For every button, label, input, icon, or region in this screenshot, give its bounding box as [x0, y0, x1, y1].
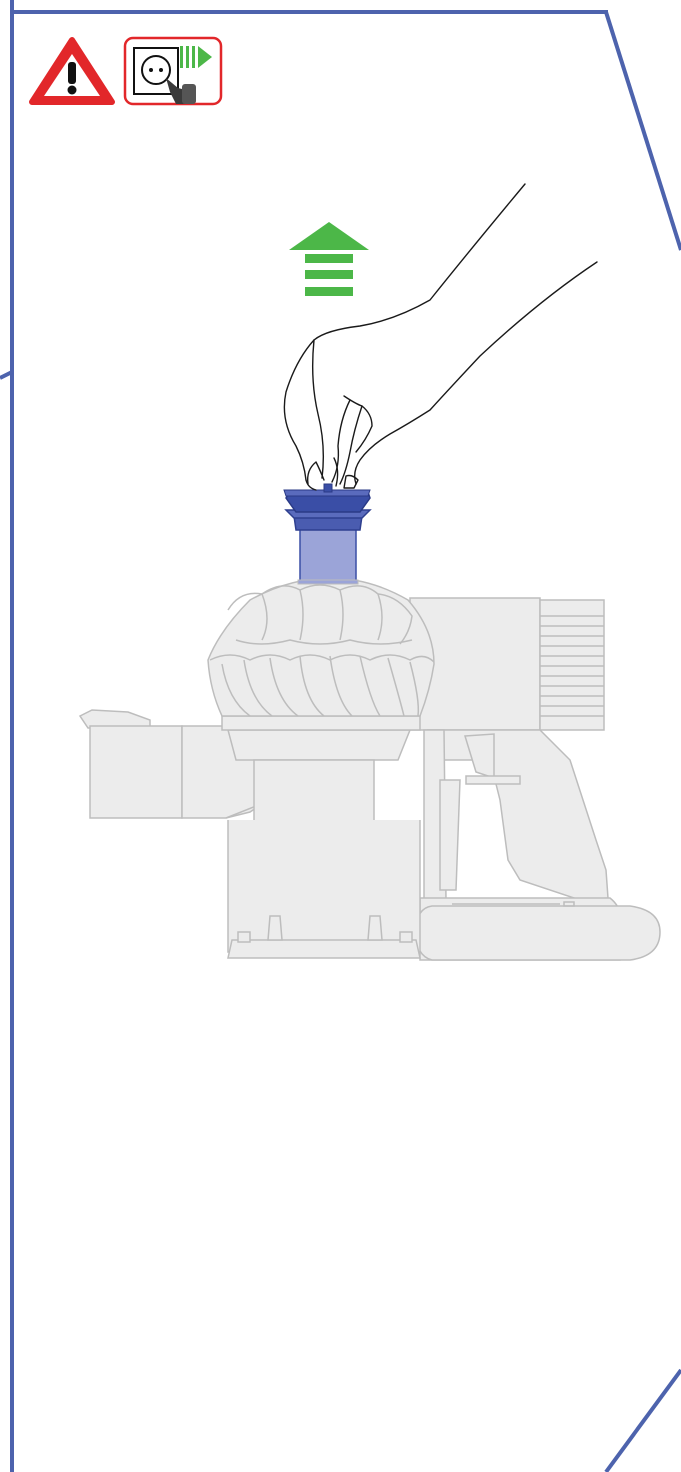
frame-left-notch — [0, 370, 13, 380]
bin — [227, 820, 421, 959]
motor-housing — [409, 597, 605, 731]
battery — [415, 897, 661, 961]
handle — [423, 729, 609, 901]
frame-diagonal-bottom — [604, 1368, 681, 1472]
pre-motor-filter — [283, 483, 372, 585]
frame-diagonal-top — [604, 11, 681, 251]
cyclone-assembly — [207, 577, 435, 731]
vacuum-body — [78, 577, 661, 961]
lift-up-arrow-icon — [289, 222, 369, 296]
filter-body — [299, 527, 357, 583]
unplug-from-socket-icon — [123, 36, 223, 106]
hand — [283, 183, 598, 491]
warning-triangle-icon — [29, 37, 115, 105]
